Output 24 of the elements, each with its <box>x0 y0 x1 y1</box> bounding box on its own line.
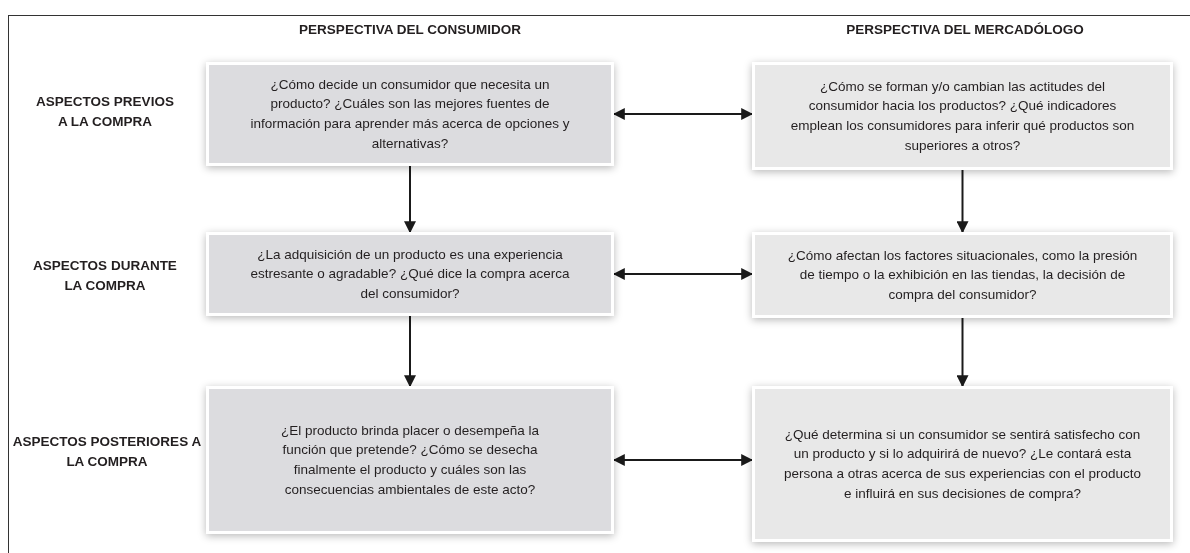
arrow <box>956 169 969 234</box>
arrow <box>404 315 416 388</box>
arrow <box>404 165 416 234</box>
question-text: ¿Cómo decide un consumidor que necesita un producto? ¿Cuáles son las mejores fuentes de información para aprender más acerca de opciones y alternativas? <box>249 75 571 153</box>
arrow <box>612 108 754 120</box>
arrow <box>612 454 754 466</box>
question-box <box>206 232 614 316</box>
question-box <box>752 62 1173 170</box>
column-heading: PERSPECTIVA DEL CONSUMIDOR <box>298 21 522 39</box>
row-heading: ASPECTOS POSTERIORES A LA COMPRA <box>12 433 202 472</box>
question-text: ¿Qué determina si un consumidor se sentirá satisfecho con un producto y si lo adquirirá de nuevo? ¿Le contará esta persona a otras acerca de sus experiencias con el producto e influirá en sus decisiones de compra? <box>783 425 1142 503</box>
question-box <box>752 386 1173 542</box>
row-heading: ASPECTOS DURANTE LA COMPRA <box>32 257 178 296</box>
question-text: ¿Cómo afectan los factores situacionales, como la presión de tiempo o la exhibición en las tiendas, la decisión de compra del consumidor? <box>786 246 1139 304</box>
arrow <box>956 317 969 388</box>
arrow <box>612 268 754 280</box>
question-box <box>206 386 614 534</box>
column-heading: PERSPECTIVA DEL MERCADÓLOGO <box>845 21 1085 39</box>
question-box <box>206 62 614 166</box>
question-text: ¿El producto brinda placer o desempeña la función que pretende? ¿Cómo se desecha finalmente el producto y cuáles son las consecuencias ambientales de este acto? <box>279 421 541 499</box>
question-text: ¿Cómo se forman y/o cambian las actitudes del consumidor hacia los productos? ¿Qué indicadores emplean los consumidores para inferir qué productos son superiores a otros? <box>789 77 1136 155</box>
question-box <box>752 232 1173 318</box>
row-heading: ASPECTOS PREVIOS A LA COMPRA <box>35 93 175 132</box>
question-text: ¿La adquisición de un producto es una experiencia estresante o agradable? ¿Qué dice la compra acerca del consumidor? <box>249 245 571 303</box>
